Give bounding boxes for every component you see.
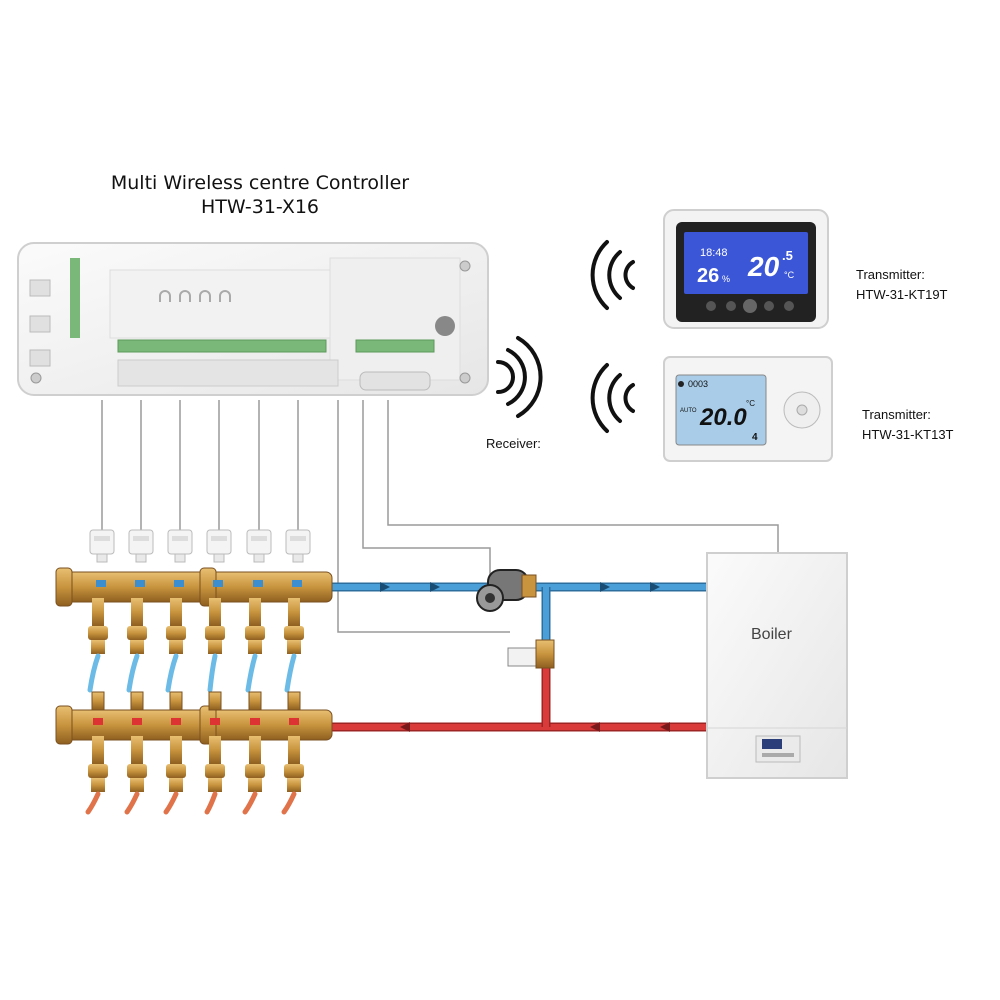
circulation-pump [476, 569, 537, 612]
boiler-label: Boiler [751, 626, 792, 643]
kt19t-set-unit: °C [784, 270, 795, 280]
flow-loop-pipes [87, 653, 297, 693]
kt13t-set-unit: °C [746, 399, 755, 408]
return-manifold [55, 691, 333, 792]
boiler [706, 552, 848, 779]
kt13t-set-temp: 20.0 [699, 404, 747, 431]
transmitter-kt13t: 0003 AUTO 20.0 °C 4 [663, 356, 833, 462]
kt19t-clock: 18:48 [700, 247, 728, 259]
transmitter-1-label: Transmitter: [856, 267, 925, 282]
wireless-centre-controller [17, 242, 489, 396]
wireless-waves [496, 240, 635, 433]
transmitter-kt19t: 18:48 26 % 20 .5 °C [663, 209, 829, 329]
control-wires [101, 400, 779, 633]
flow-manifold [55, 529, 333, 654]
kt19t-room-unit: % [722, 274, 730, 284]
transmitter-1-model: HTW-31-KT19T [856, 287, 948, 302]
receiver-label: Receiver: [486, 436, 541, 451]
controller-model: HTW-31-X16 [200, 196, 320, 218]
kt19t-room-temp: 26 [697, 265, 719, 287]
kt13t-clock: 0003 [688, 379, 708, 389]
kt13t-program: 4 [752, 432, 758, 443]
kt13t-mode: AUTO [680, 408, 697, 414]
transmitter-2-label: Transmitter: [862, 407, 931, 422]
return-loop-pipes [85, 791, 297, 815]
kt19t-set-temp: 20 [747, 251, 780, 282]
bypass-valve [507, 639, 555, 669]
kt19t-set-decimal: .5 [782, 248, 793, 263]
transmitter-2-model: HTW-31-KT13T [862, 427, 954, 442]
controller-title: Multi Wireless centre Controller [110, 172, 410, 194]
